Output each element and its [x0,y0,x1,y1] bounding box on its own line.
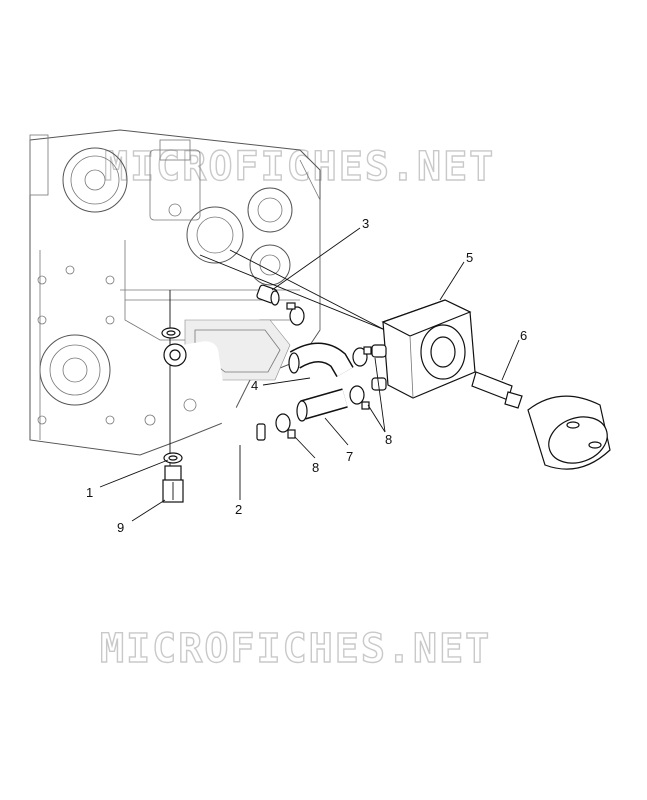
watermark-bottom: MICROFICHES.NET [100,626,491,672]
callout-5: 5 [466,250,473,265]
callout-6: 6 [520,328,527,343]
part-9-banjo-bolt [162,465,184,503]
callout-1: 1 [86,485,93,500]
callout-3: 3 [362,216,369,231]
part-5-oil-cooler [371,299,476,399]
callout-8-right: 8 [385,432,392,447]
part-4-hose [288,342,354,378]
callout-9: 9 [117,520,124,535]
assembly-lines [169,249,386,470]
callout-7: 7 [346,449,353,464]
leader-lines [99,227,520,522]
callout-8-left: 8 [312,460,319,475]
part-2-oil-tube [163,341,266,442]
callout-2: 2 [235,502,242,517]
oil-filter [527,395,611,470]
part-8-hose-clamps [275,302,372,439]
watermark-top: MICROFICHES.NET [104,144,495,190]
part-1-seal-washer [161,327,183,464]
part-7-hose [296,388,348,422]
callout-4: 4 [251,378,258,393]
part-6-adapter [471,371,523,409]
